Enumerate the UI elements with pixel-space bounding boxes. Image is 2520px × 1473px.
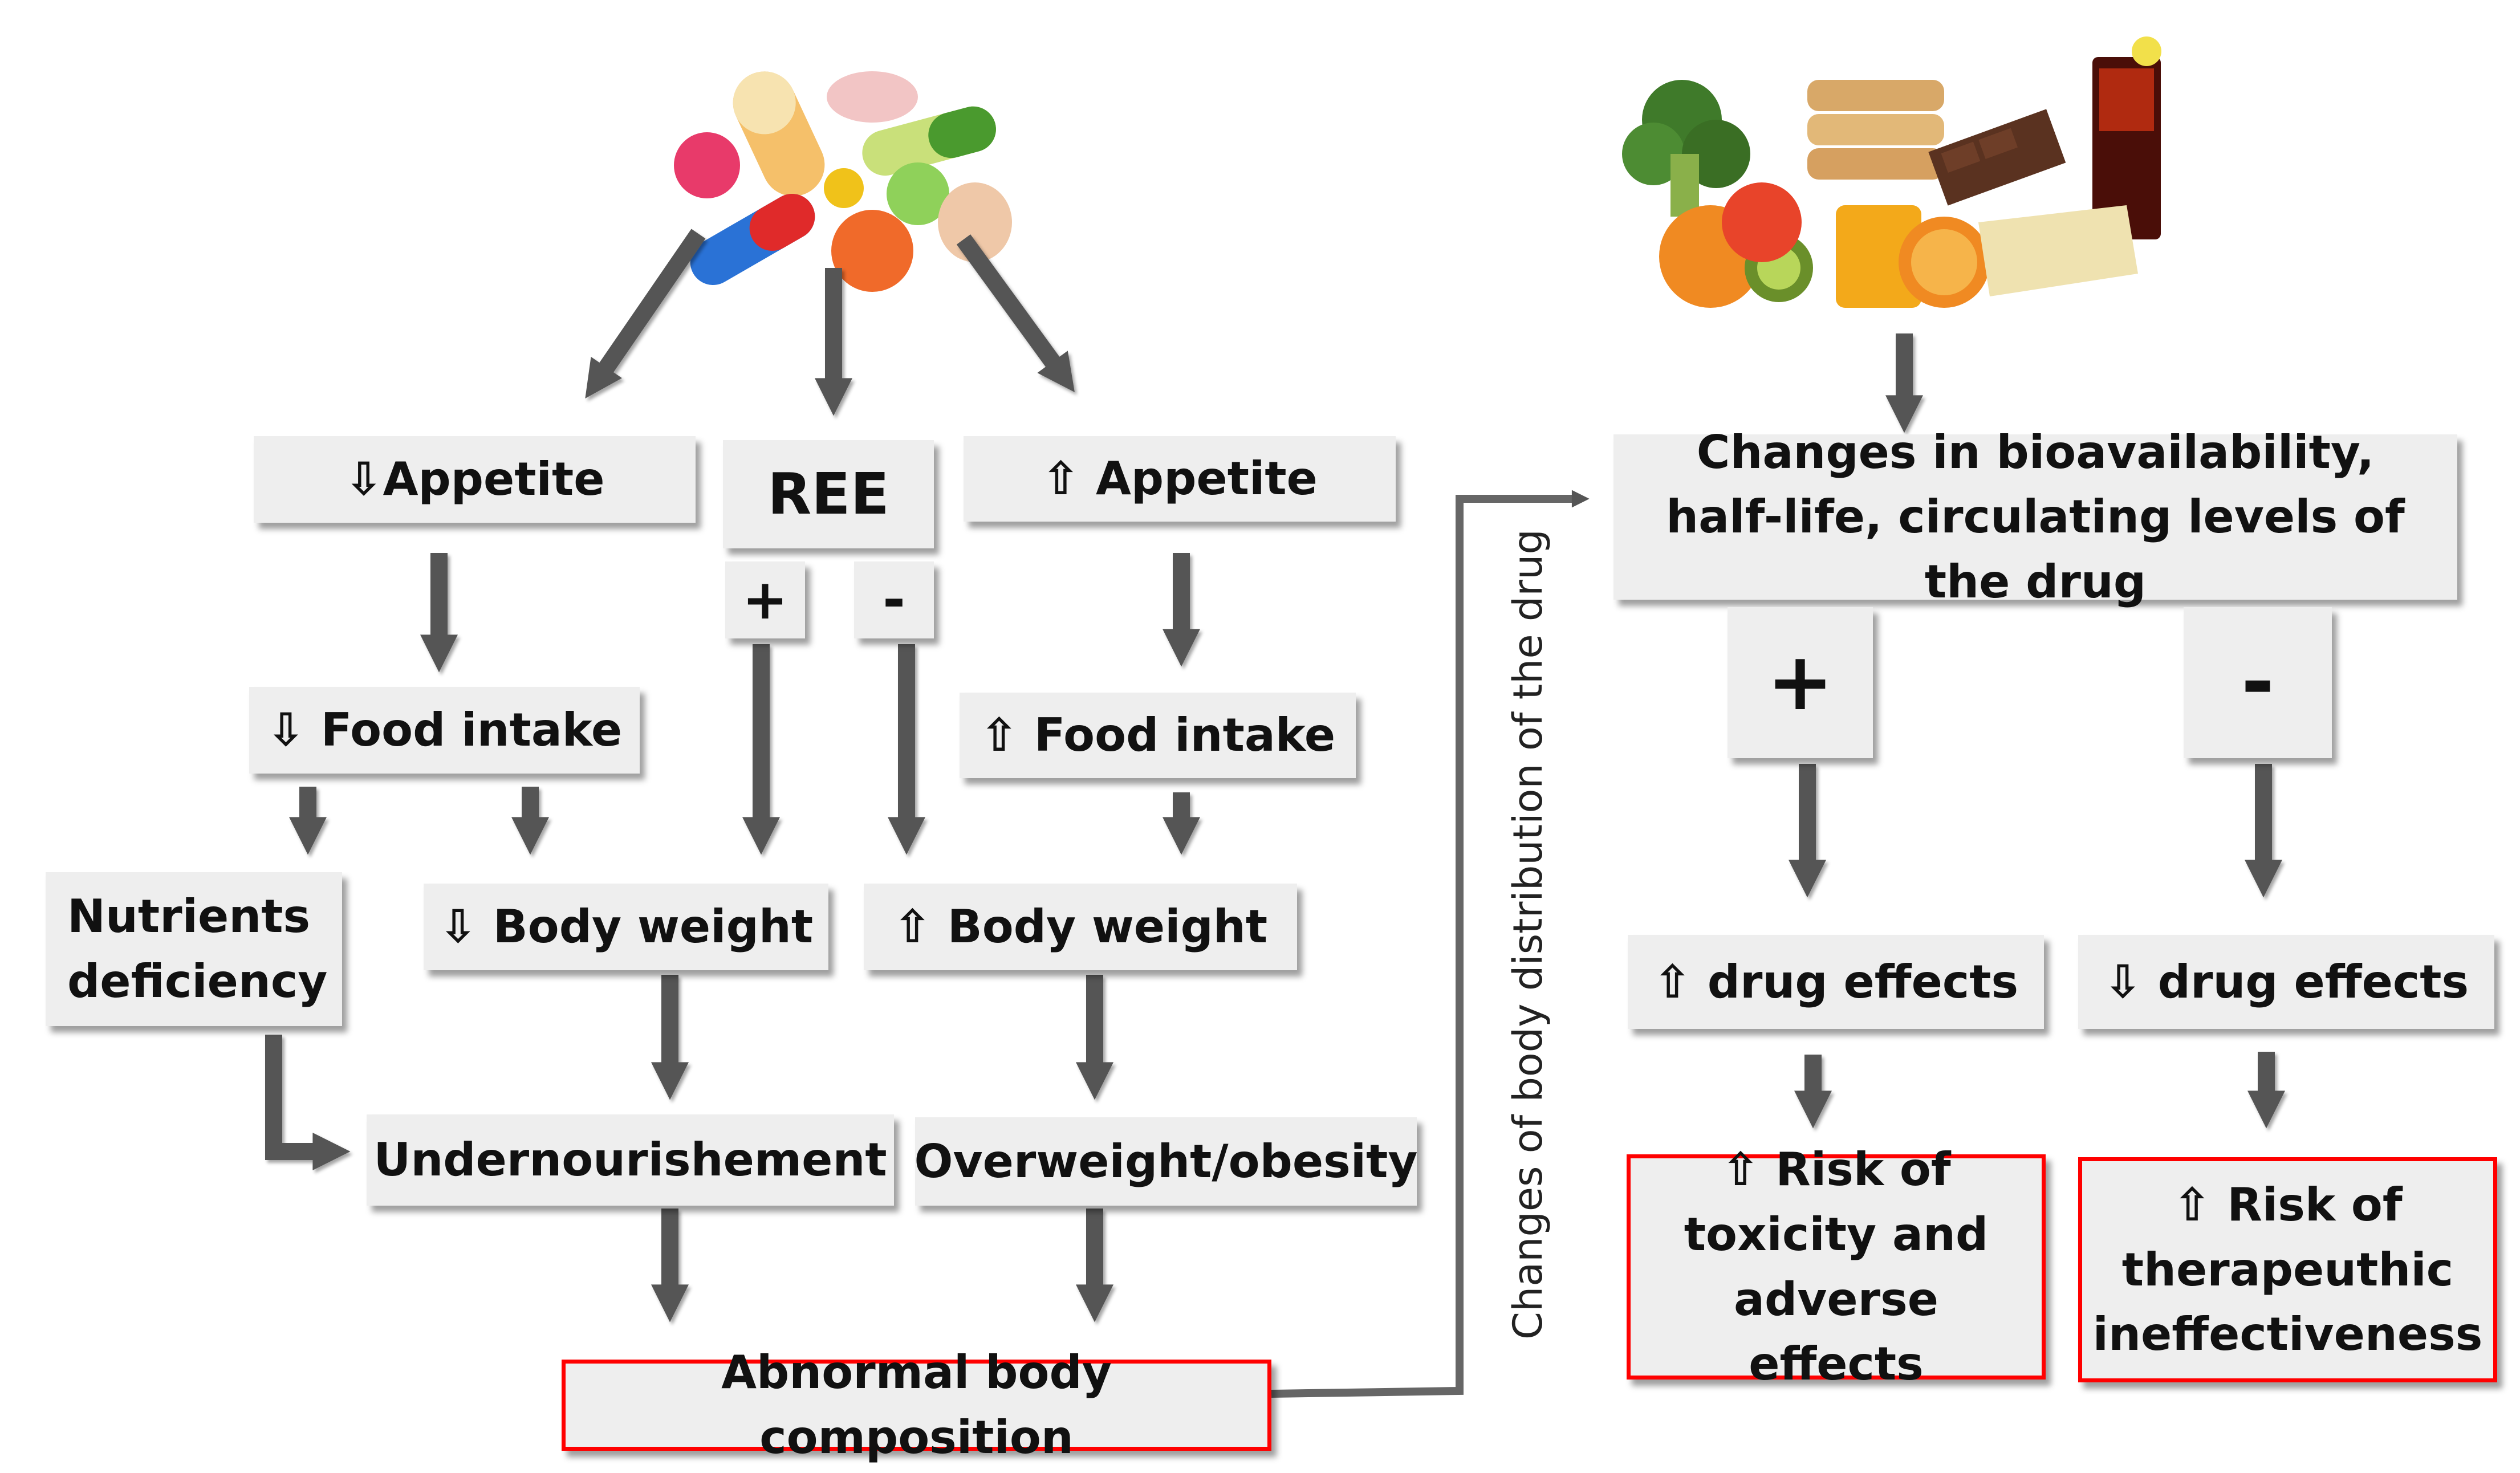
body-distribution-label: Changes of body distribution of the drug (1505, 529, 1551, 1340)
cheese-shape (1978, 205, 2138, 296)
appetite-up-box: ⇧ Appetite (964, 436, 1396, 522)
pills-photo (674, 71, 1012, 292)
food-intake-down-box: ⇩ Food intake (249, 687, 640, 774)
arrow-pills-to-appetite-down (585, 229, 706, 398)
chocolate-shape (1928, 109, 2066, 206)
drug-changes-box: Changes in bioavailability, half-life, c… (1613, 426, 2457, 608)
tablet-pink-shape (827, 71, 918, 123)
drug-effects-down-box: ⇩ drug effects (2078, 935, 2494, 1029)
pill-pink-shape (674, 132, 740, 198)
drug-plus-box: + (1728, 607, 1873, 758)
drug-minus-box: - (2184, 607, 2332, 758)
cola-glass-shape (2092, 36, 2161, 239)
arrow-nutrients-to-undernourishment (265, 1035, 351, 1171)
body-weight-down-box: ⇩ Body weight (424, 884, 828, 970)
risk-toxicity-box: ⇧ Risk of toxicity and adverse effects (1627, 1143, 2046, 1390)
overweight-obesity-box: Overweight/obesity (914, 1117, 1418, 1206)
appetite-down-box: ⇩Appetite (254, 436, 696, 523)
pill-green-shape (887, 162, 949, 225)
arrow-pills-to-appetite-up (956, 234, 1075, 393)
nutrients-deficiency-box: Nutrients deficiency (46, 872, 342, 1026)
drug-effects-up-box: ⇧ drug effects (1628, 935, 2044, 1029)
foods-photo (1622, 36, 2161, 308)
abnormal-body-composition-box: Abnormal body composition (562, 1346, 1271, 1464)
pill-orange-shape (831, 210, 913, 292)
ree-box: REE (723, 440, 934, 548)
food-intake-up-box: ⇧ Food intake (960, 693, 1356, 778)
risk-ineffectiveness-box: ⇧ Risk of therapeuthic ineffectiveness (2078, 1157, 2497, 1382)
broccoli-shape (1622, 80, 1750, 217)
body-weight-up-box: ⇧ Body weight (864, 884, 1297, 970)
connector-abnormal-to-changes (1271, 490, 1590, 1398)
undernourishment-box: Undernourishement (367, 1114, 894, 1206)
ree-plus-box: + (725, 561, 805, 638)
bread-shape (1807, 80, 1944, 180)
juice-glass-shape (1836, 205, 1921, 308)
ree-minus-box: - (854, 561, 934, 638)
